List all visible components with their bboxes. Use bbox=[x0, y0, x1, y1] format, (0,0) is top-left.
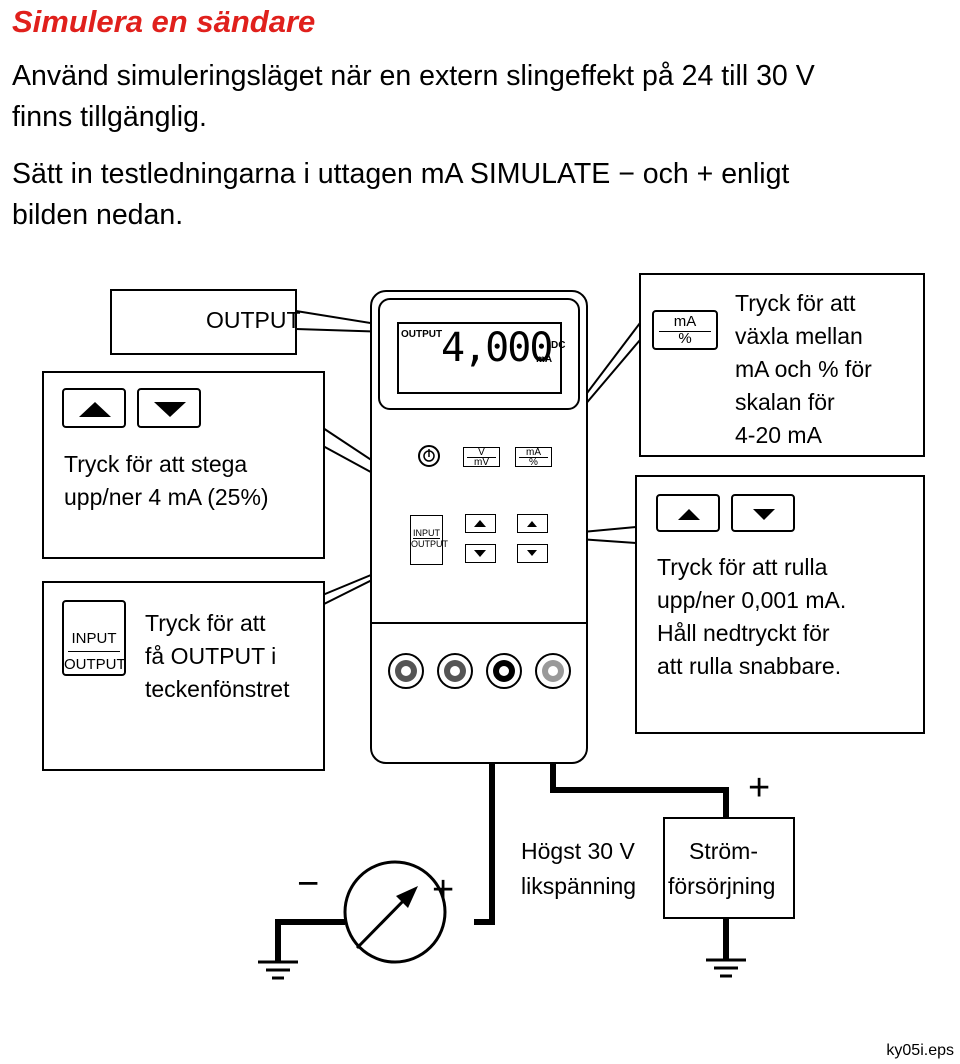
triangle-up-icon bbox=[474, 520, 486, 527]
display-value: 4,000 bbox=[441, 325, 553, 371]
triangle-down-icon bbox=[527, 550, 537, 556]
callout-ma-line3: mA och % för bbox=[735, 356, 872, 382]
intro-line-1: Använd simuleringsläget när en extern sl… bbox=[12, 60, 815, 92]
display-frame bbox=[378, 298, 580, 410]
supply-line1: Ström- bbox=[689, 838, 758, 864]
callout-ma-line5: 4-20 mA bbox=[735, 422, 822, 448]
display-mode: OUTPUT bbox=[401, 329, 443, 340]
callout-ma-line1: Tryck för att bbox=[735, 290, 856, 316]
triangle-down-icon bbox=[154, 402, 186, 417]
io-btn-bottom: OUTPUT bbox=[411, 539, 448, 549]
io-key-top: INPUT bbox=[71, 630, 117, 647]
power-button[interactable] bbox=[418, 445, 440, 467]
callout-io-line1: Tryck för att bbox=[145, 610, 266, 636]
terminal-panel bbox=[370, 622, 588, 766]
io-btn-top: INPUT bbox=[413, 528, 440, 538]
meter-minus-sign: − bbox=[297, 863, 320, 905]
callout-output bbox=[110, 289, 297, 355]
ma-key-bottom: % bbox=[678, 330, 692, 347]
callout-scroll-line1: Tryck för att rulla bbox=[657, 554, 828, 580]
callout-ma-line2: växla mellan bbox=[735, 323, 863, 349]
callout-step-line1: Tryck för att stega bbox=[64, 451, 248, 477]
scroll-down-key bbox=[731, 494, 795, 532]
callout-ma-line4: skalan för bbox=[735, 389, 835, 415]
io-key-bottom: OUTPUT bbox=[64, 656, 126, 673]
intro-line-2: finns tillgänglig. bbox=[12, 101, 207, 133]
ma-pct-button[interactable]: mA % bbox=[515, 447, 552, 468]
intro-line-4: bilden nedan. bbox=[12, 199, 184, 231]
callout-io-line3: teckenfönstret bbox=[145, 676, 290, 702]
triangle-up-icon bbox=[79, 402, 111, 417]
footer-filename: ky05i.eps bbox=[886, 1042, 954, 1059]
scroll-down-button[interactable] bbox=[517, 544, 548, 563]
step-up-key bbox=[62, 388, 126, 428]
callout-scroll-line2: upp/ner 0,001 mA. bbox=[657, 587, 847, 613]
ma-pct-top: mA bbox=[526, 447, 541, 458]
callout-step-line2: upp/ner 4 mA (25%) bbox=[64, 484, 269, 510]
ma-key-top: mA bbox=[673, 313, 697, 330]
triangle-up-icon bbox=[527, 521, 537, 527]
callout-ma-pct bbox=[639, 273, 925, 457]
triangle-down-icon bbox=[753, 509, 775, 520]
triangle-up-icon bbox=[678, 509, 700, 520]
meter-plus-sign: + bbox=[432, 869, 455, 911]
page-title: Simulera en sändare bbox=[12, 4, 316, 39]
analog-meter bbox=[343, 860, 447, 964]
display-unit: mA bbox=[536, 354, 553, 365]
step-up-button[interactable] bbox=[465, 514, 496, 533]
voltage-line1: Högst 30 V bbox=[521, 838, 635, 864]
display-dc: DC bbox=[551, 340, 566, 351]
intro-line-3: Sätt in testledningarna i uttagen mA SIM… bbox=[12, 158, 790, 190]
terminals bbox=[388, 653, 571, 689]
power-supply-box bbox=[663, 817, 795, 919]
ma-key-illustration: mA % bbox=[652, 310, 718, 350]
callout-io-line2: få OUTPUT i bbox=[145, 643, 277, 669]
triangle-down-icon bbox=[474, 550, 486, 557]
calibrator-body: OUTPUT 4,000 mA DC V mV mA % INPUT OUTPU… bbox=[370, 290, 588, 764]
scroll-up-key bbox=[656, 494, 720, 532]
supply-line2: försörjning bbox=[668, 873, 776, 899]
lcd-display: OUTPUT 4,000 mA DC bbox=[397, 322, 566, 394]
voltage-line2: likspänning bbox=[521, 873, 637, 899]
callout-output-label: OUTPUT bbox=[206, 307, 301, 333]
callout-scroll-line4: att rulla snabbare. bbox=[657, 653, 842, 679]
v-mv-top: V bbox=[478, 447, 485, 458]
v-mv-bottom: mV bbox=[474, 457, 489, 468]
wire-meter-ground bbox=[275, 919, 345, 962]
input-output-button[interactable]: INPUT OUTPUT bbox=[410, 515, 448, 565]
callout-scroll-line3: Håll nedtryckt för bbox=[657, 620, 830, 646]
v-mv-button[interactable]: V mV bbox=[463, 447, 500, 468]
io-key-illustration: INPUT OUTPUT bbox=[62, 600, 126, 676]
step-down-button[interactable] bbox=[465, 544, 496, 563]
scroll-up-button[interactable] bbox=[517, 514, 548, 533]
ma-pct-bottom: % bbox=[529, 457, 538, 468]
step-down-key bbox=[137, 388, 201, 428]
supply-plus-sign: + bbox=[748, 767, 771, 809]
